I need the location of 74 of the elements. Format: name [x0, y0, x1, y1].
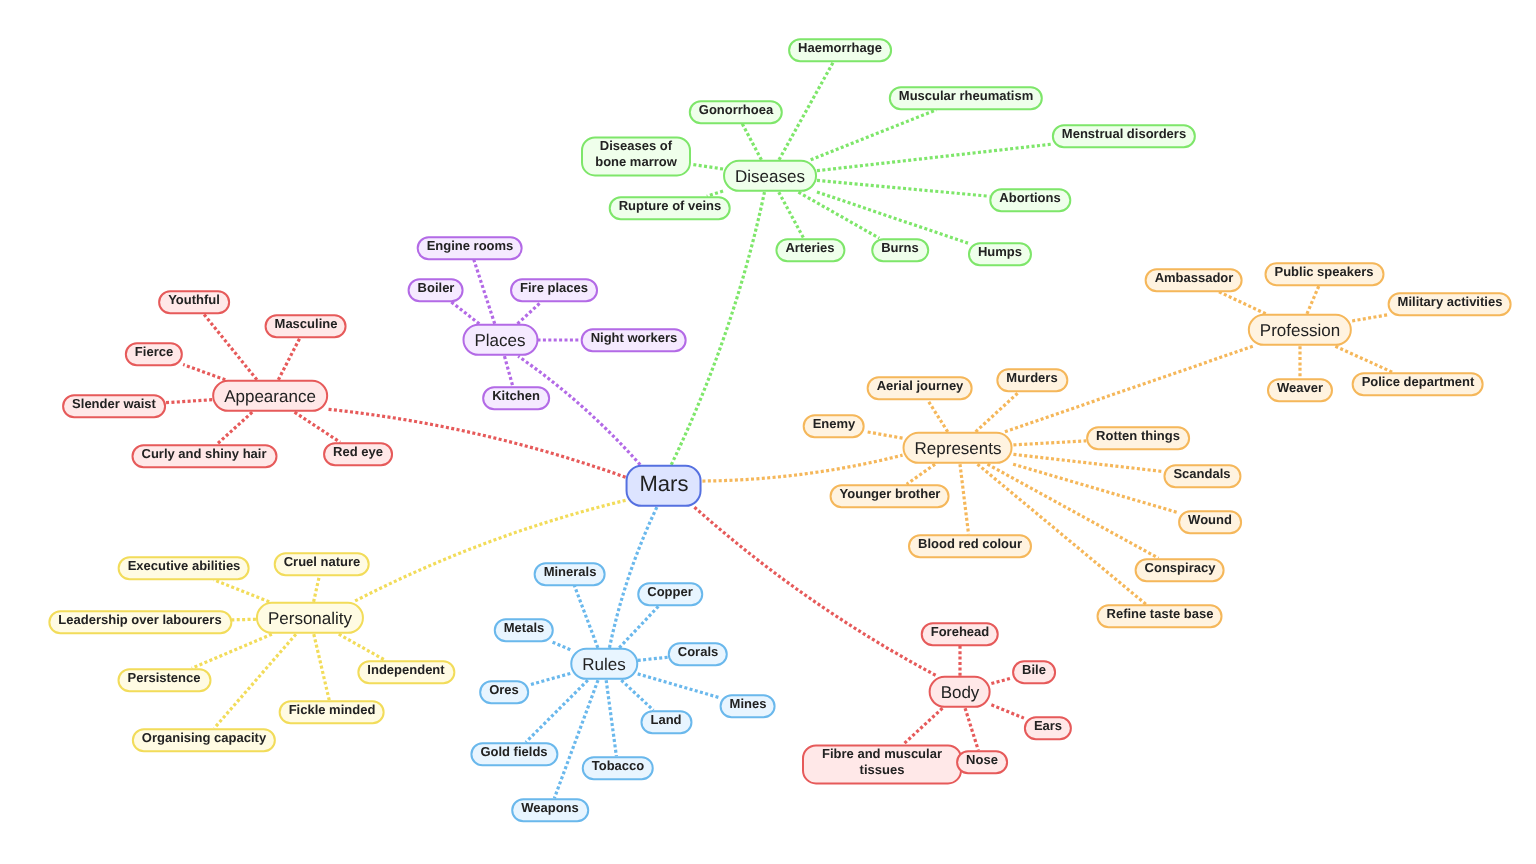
central-topic-node: Mars: [625, 464, 703, 508]
connector-line: [528, 671, 571, 687]
connector-line: [502, 355, 515, 387]
connector-line: [231, 617, 256, 622]
connector-line: [551, 640, 571, 652]
branch-node: Places: [462, 323, 538, 357]
connector-line: [524, 679, 589, 744]
connector-line: [958, 464, 971, 535]
connector-line: [202, 312, 259, 381]
connector-line: [213, 633, 298, 730]
connector-line: [990, 703, 1025, 720]
connector-line: [810, 108, 937, 162]
connector-line: [1334, 344, 1393, 374]
connector-line: [182, 363, 226, 382]
connector-line: [604, 679, 618, 757]
connector-line: [974, 390, 1021, 433]
connector-line: [1013, 439, 1087, 447]
connector-line: [693, 506, 938, 678]
connector-line: [1012, 462, 1179, 515]
branch-node: Represents: [902, 431, 1014, 465]
connector-line: [620, 679, 655, 712]
connector-line: [338, 632, 386, 662]
connector-line: [865, 430, 903, 440]
branch-node: Diseases: [723, 159, 817, 193]
connector-line: [517, 354, 642, 466]
connector-line: [537, 338, 581, 342]
connector-line: [312, 575, 321, 603]
connector-line: [1004, 344, 1254, 434]
connector-line: [926, 398, 950, 433]
connector-line: [607, 506, 659, 649]
connector-line: [165, 398, 213, 405]
connector-line: [976, 462, 1147, 606]
connector-line: [276, 337, 302, 381]
connector-line: [963, 707, 980, 751]
connector-line: [516, 300, 543, 325]
branch-node: Profession: [1247, 313, 1353, 347]
connector-line: [637, 672, 721, 700]
connector-line: [327, 407, 627, 479]
connector-line: [618, 604, 661, 649]
connector-line: [902, 707, 944, 746]
connector-line: [293, 410, 341, 444]
connector-line: [777, 61, 835, 161]
connector-line: [816, 142, 1053, 173]
connector-line: [472, 259, 497, 325]
connector-line: [312, 633, 331, 701]
connector-line: [1351, 313, 1388, 323]
connector-line: [1218, 290, 1267, 316]
connector-line: [637, 655, 668, 662]
branch-node: Body: [928, 675, 992, 709]
connector-line: [1305, 285, 1321, 315]
connector-line: [352, 498, 626, 604]
connector-line: [572, 585, 600, 649]
connector-line: [797, 190, 881, 240]
connector-line: [1013, 452, 1164, 474]
connector-line: [1298, 346, 1302, 379]
connector-line: [669, 191, 767, 466]
branch-node: Appearance: [212, 379, 328, 413]
connector-line: [690, 162, 724, 171]
connector-line: [706, 189, 724, 198]
connector-line: [213, 578, 270, 604]
connector-line: [450, 300, 481, 326]
branch-node: Personality: [255, 601, 365, 635]
connector-line: [905, 462, 936, 486]
branch-node: Rules: [570, 647, 638, 681]
connector-line: [740, 123, 763, 161]
connector-line: [191, 632, 273, 670]
connector-line: [986, 462, 1160, 560]
connector-line: [990, 676, 1013, 686]
connector-line: [702, 453, 903, 483]
connector-line: [816, 178, 990, 198]
connector-line: [958, 645, 962, 676]
connector-line: [215, 411, 254, 446]
connector-line: [816, 190, 969, 245]
connector-line: [777, 191, 806, 239]
